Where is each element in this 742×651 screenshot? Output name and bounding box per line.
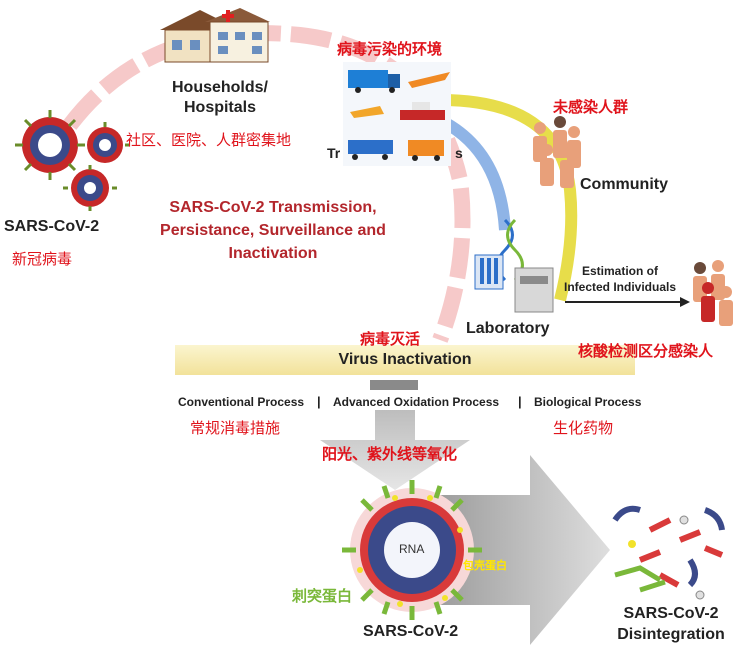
process-advanced: Advanced Oxidation Process <box>333 395 500 409</box>
estimation-label-line2: Infected Individuals <box>563 280 677 294</box>
process-separator-2: | <box>518 394 522 409</box>
center-title-line1: SARS-CoV-2 Transmission, <box>169 199 377 216</box>
bottom-virus-label: SARS-CoV-2 <box>363 623 459 640</box>
households-label-line1: Households/ <box>171 79 268 96</box>
spike-label-cn: 刺突蛋白 <box>292 588 353 605</box>
advanced-label-cn: 阳光、紫外线等氧化 <box>322 446 458 463</box>
rna-label: RNA <box>399 542 425 556</box>
laboratory-label: Laboratory <box>466 320 550 337</box>
households-label-cn: 社区、医院、人群密集地 <box>126 132 292 149</box>
transports-illustration <box>343 62 451 166</box>
bottom-virus <box>342 480 482 620</box>
infected-people <box>693 260 733 326</box>
house-illustration <box>160 8 270 63</box>
disintegration-arrow <box>430 455 610 645</box>
laboratory-label-cn: 核酸检测区分感染人 <box>578 343 714 360</box>
community-label-cn: 未感染人群 <box>553 99 629 116</box>
process-separator-1: | <box>317 394 321 409</box>
inactivation-label-cn: 病毒灭活 <box>360 331 421 348</box>
transmission-arc-blue <box>437 114 511 231</box>
community-people <box>533 116 581 188</box>
center-title-line2: Persistance, Surveillance and <box>160 222 386 239</box>
inactivation-bar-label: Virus Inactivation <box>338 351 472 368</box>
inactivation-bar <box>175 345 635 375</box>
transports-label-cn: 病毒污染的环境 <box>337 41 443 58</box>
disintegration-label: SARS-CoV-2 Disintegration <box>606 603 736 645</box>
households-label-line2: Hospitals <box>183 99 256 116</box>
transmission-arc-pink <box>63 25 471 343</box>
downward-arrow <box>320 410 470 490</box>
center-title: SARS-CoV-2 Transmission, Persistance, Su… <box>148 196 398 265</box>
center-title-line3: Inactivation <box>228 245 318 262</box>
envelope-label-cn: 包壳蛋白 <box>463 560 507 572</box>
transports-label-end: s <box>455 145 463 161</box>
disintegration-label-line2: Disintegration <box>617 626 725 643</box>
disintegration-label-line1: SARS-CoV-2 <box>623 605 719 622</box>
process-biological: Biological Process <box>534 395 642 409</box>
disintegrated-virus <box>612 505 725 600</box>
left-virus-label-cn: 新冠病毒 <box>12 251 73 268</box>
left-virus-label: SARS-CoV-2 <box>4 218 100 235</box>
biological-label-cn: 生化药物 <box>553 420 614 437</box>
estimation-label: Estimation of Infected Individuals <box>560 263 680 295</box>
left-virus-cluster <box>15 110 130 211</box>
community-label: Community <box>580 176 668 193</box>
process-conventional: Conventional Process <box>178 395 305 409</box>
estimation-label-line1: Estimation of <box>581 264 658 278</box>
households-label: Households/ Hospitals <box>160 78 280 118</box>
lab-illustration <box>474 218 554 313</box>
conventional-label-cn: 常规消毒措施 <box>190 420 281 437</box>
transports-label-start: Tr <box>327 145 341 161</box>
